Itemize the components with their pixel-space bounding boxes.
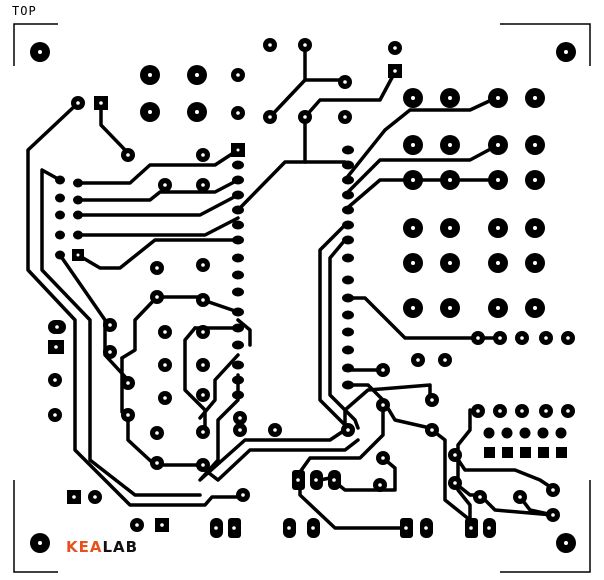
ic-right-column — [342, 145, 354, 390]
board-outline-corners — [13, 23, 591, 573]
copper-traces — [26, 43, 557, 530]
logo-part-1: KEA — [66, 538, 103, 556]
ic-left-column — [232, 145, 244, 400]
connector-small-pads — [55, 175, 83, 260]
drill-holes — [38, 43, 570, 545]
kealab-logo: KEALAB — [66, 538, 138, 556]
logo-part-2: LAB — [102, 538, 139, 556]
layer-label: TOP — [12, 4, 37, 18]
small-pad-grid — [483, 427, 567, 439]
